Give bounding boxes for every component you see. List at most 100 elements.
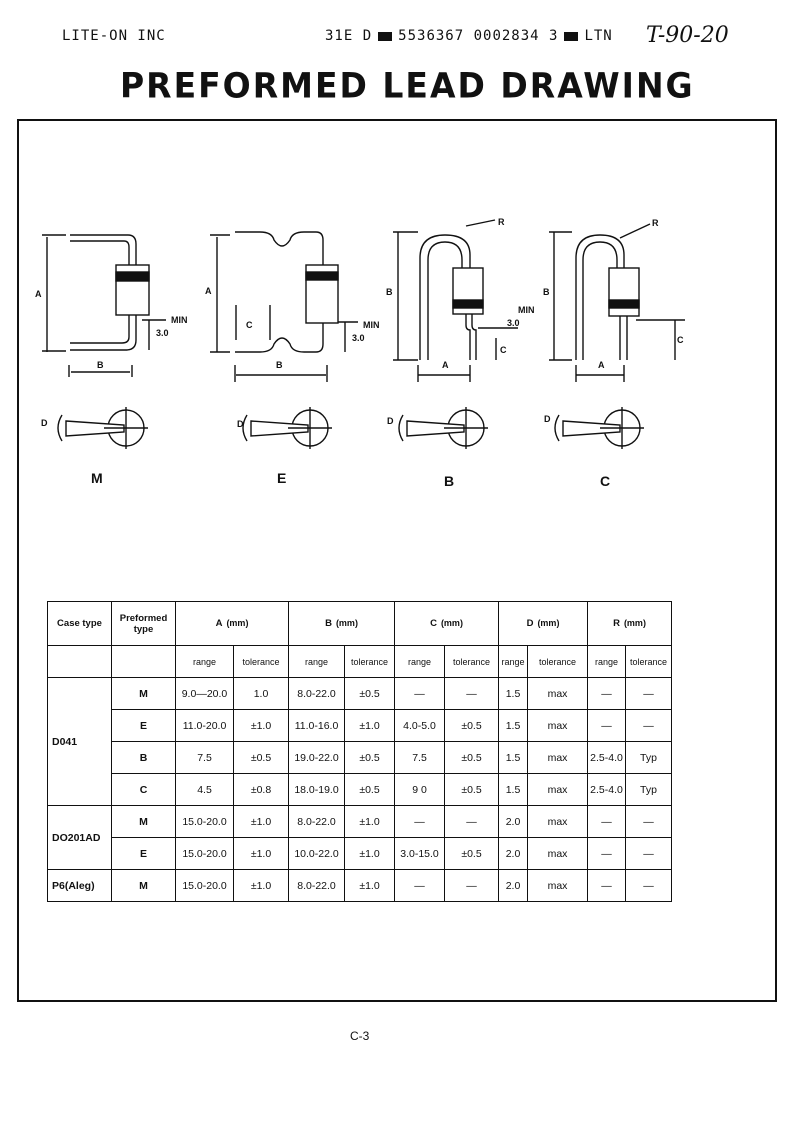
value-cell: 15.0-20.0 xyxy=(175,869,234,902)
value-cell: ±0.5 xyxy=(444,837,499,870)
value-cell: — xyxy=(625,805,672,838)
case-type-cell: D041 xyxy=(47,677,112,806)
value-cell: ±0.5 xyxy=(344,773,395,806)
subheader-cell: range xyxy=(288,645,345,678)
value-cell: 15.0-20.0 xyxy=(175,837,234,870)
blank-cell xyxy=(47,645,112,678)
dim-name: A xyxy=(215,618,223,629)
value-cell: — xyxy=(394,869,445,902)
value-cell: ±0.8 xyxy=(233,773,289,806)
subheader-cell: tolerance xyxy=(625,645,672,678)
table-subheader-row: range tolerance range tolerance range to… xyxy=(47,645,672,678)
value-cell: 9 0 xyxy=(394,773,445,806)
label-3: 3.0 xyxy=(352,333,365,343)
drawing-e xyxy=(210,231,358,449)
label-d: D xyxy=(544,414,551,424)
dim-name: C xyxy=(430,618,437,629)
preformed-type-cell: C xyxy=(111,773,176,806)
drawing-b xyxy=(393,219,518,449)
value-cell: — xyxy=(444,805,499,838)
value-cell: 11.0-16.0 xyxy=(288,709,345,742)
value-cell: 19.0-22.0 xyxy=(288,741,345,774)
value-cell: 2.0 xyxy=(498,869,528,902)
value-cell: — xyxy=(587,837,626,870)
header-case-type: Case type xyxy=(47,601,112,646)
label-r: R xyxy=(498,217,505,227)
handwritten-note: T-90-20 xyxy=(646,23,729,48)
value-cell: — xyxy=(625,677,672,710)
value-cell: 15.0-20.0 xyxy=(175,805,234,838)
value-cell: — xyxy=(587,805,626,838)
subheader-cell: tolerance xyxy=(344,645,395,678)
value-cell: 7.5 xyxy=(175,741,234,774)
subheader-cell: range xyxy=(587,645,626,678)
marker-block xyxy=(564,31,579,41)
value-cell: — xyxy=(625,837,672,870)
value-cell: — xyxy=(444,869,499,902)
value-cell: 2.5-4.0 xyxy=(587,741,626,774)
value-cell: ±0.5 xyxy=(233,741,289,774)
value-cell: — xyxy=(587,677,626,710)
value-cell: max xyxy=(527,709,588,742)
drawing-frame xyxy=(17,119,777,1002)
label-d: D xyxy=(237,419,244,429)
value-cell: max xyxy=(527,741,588,774)
style-label-c: C xyxy=(600,473,611,489)
value-cell: — xyxy=(587,709,626,742)
value-cell: max xyxy=(527,805,588,838)
value-cell: 2.0 xyxy=(498,805,528,838)
value-cell: 18.0-19.0 xyxy=(288,773,345,806)
value-cell: ±1.0 xyxy=(233,709,289,742)
style-label-b: B xyxy=(444,473,455,489)
style-label-e: E xyxy=(277,470,287,486)
subheader-cell: tolerance xyxy=(233,645,289,678)
value-cell: 2.5-4.0 xyxy=(587,773,626,806)
preformed-type-cell: E xyxy=(111,837,176,870)
case-type-cell: DO201AD xyxy=(47,805,112,870)
value-cell: 4.0-5.0 xyxy=(394,709,445,742)
label-d: D xyxy=(41,418,48,428)
label-b: B xyxy=(386,287,393,297)
dim-name: D xyxy=(526,618,534,629)
label-min: MIN xyxy=(363,320,380,330)
value-cell: — xyxy=(587,869,626,902)
value-cell: ±1.0 xyxy=(233,837,289,870)
value-cell: max xyxy=(527,677,588,710)
lead-drawings: A B MIN 3.0 D A C B MIN 3.0 D B A MIN 3.… xyxy=(35,217,685,449)
value-cell: ±0.5 xyxy=(444,773,499,806)
value-cell: 8.0-22.0 xyxy=(288,869,345,902)
page-title: PREFORMED LEAD DRAWING xyxy=(120,65,695,106)
value-cell: 7.5 xyxy=(394,741,445,774)
value-cell: ±1.0 xyxy=(233,869,289,902)
value-cell: ±1.0 xyxy=(344,837,395,870)
drawing-c xyxy=(549,223,685,449)
dim-unit: (mm) xyxy=(335,618,358,628)
value-cell: ±1.0 xyxy=(344,709,395,742)
value-cell: 8.0-22.0 xyxy=(288,805,345,838)
header-preformed-type: Preformed type xyxy=(111,601,176,646)
label-a: A xyxy=(598,360,605,370)
dim-name: B xyxy=(325,618,332,629)
label-min: MIN xyxy=(171,315,188,325)
subheader-cell: range xyxy=(175,645,234,678)
value-cell: — xyxy=(444,677,499,710)
value-cell: ±0.5 xyxy=(344,741,395,774)
header-dim-a: A(mm) xyxy=(175,601,289,646)
value-cell: 1.0 xyxy=(233,677,289,710)
value-cell: max xyxy=(527,869,588,902)
dim-unit: (mm) xyxy=(226,618,249,628)
dim-unit: (mm) xyxy=(440,618,463,628)
marker-block xyxy=(378,31,393,41)
value-cell: max xyxy=(527,837,588,870)
label-c: C xyxy=(246,320,253,330)
value-cell: 8.0-22.0 xyxy=(288,677,345,710)
value-cell: ±1.0 xyxy=(344,805,395,838)
dim-name: R xyxy=(613,618,620,629)
